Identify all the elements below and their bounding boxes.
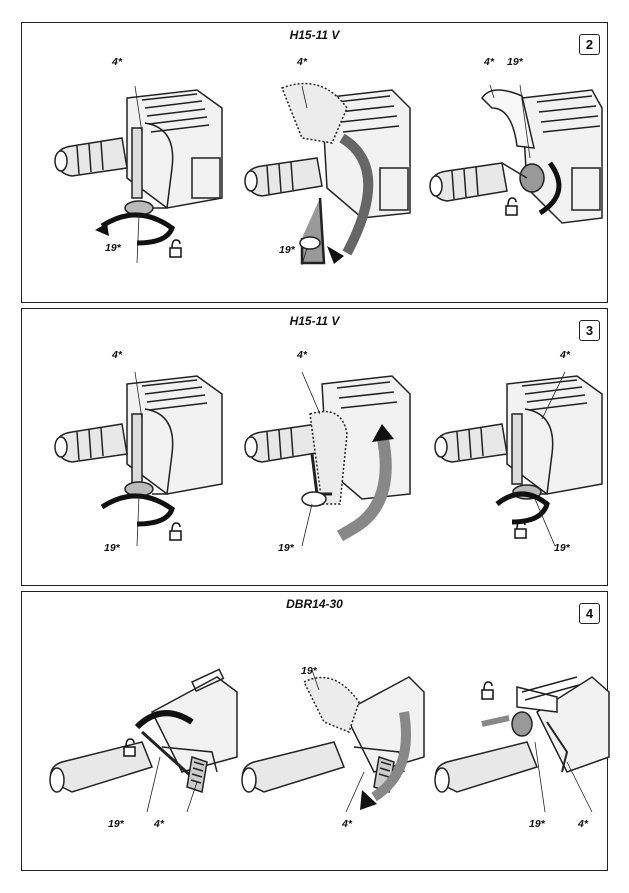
hammer-drill-illustration	[429, 84, 603, 224]
callout-label: 4*	[578, 818, 588, 830]
callout-label: 19*	[554, 542, 570, 554]
callout-label: 19*	[301, 665, 317, 677]
panel-title: H15-11 V	[289, 314, 340, 328]
figure-panel-3: H15-11 V 3 4* 19*	[21, 308, 608, 586]
padlock-icon	[481, 681, 494, 700]
rotation-arrow-icon	[100, 212, 175, 246]
padlock-icon	[123, 738, 136, 757]
callout-label: 19*	[105, 242, 121, 254]
hammer-drill-illustration	[244, 82, 411, 266]
panel-title: DBR14-30	[286, 597, 343, 611]
hammer-drill-illustration	[434, 371, 603, 547]
padlock-icon	[505, 197, 518, 216]
callout-label: 19*	[507, 56, 523, 68]
hammer-drill-illustration	[244, 371, 411, 547]
padlock-icon	[514, 520, 527, 539]
callout-label: 4*	[297, 349, 307, 361]
panel-number: 3	[579, 320, 600, 341]
panel-number: 2	[579, 34, 600, 55]
callout-label: 19*	[278, 542, 294, 554]
figure-panel-2: H15-11 V 2 4* 19*	[21, 22, 608, 303]
callout-label: 4*	[484, 56, 494, 68]
padlock-icon	[169, 239, 182, 258]
figure-panel-4: DBR14-30 4 19* 4*	[21, 591, 610, 871]
hammer-drill-illustration	[434, 676, 610, 813]
callout-label: 19*	[529, 818, 545, 830]
callout-label: 19*	[108, 818, 124, 830]
callout-label: 19*	[279, 244, 295, 256]
hammer-drill-illustration	[241, 669, 425, 813]
callout-label: 4*	[297, 56, 307, 68]
hammer-drill-illustration	[54, 371, 223, 547]
callout-label: 4*	[112, 349, 122, 361]
callout-label: 4*	[560, 349, 570, 361]
panel-title: H15-11 V	[289, 28, 340, 42]
panel-number: 4	[579, 603, 600, 624]
callout-label: 4*	[112, 56, 122, 68]
hammer-drill-illustration	[54, 85, 223, 264]
callout-label: 4*	[154, 818, 164, 830]
callout-label: 4*	[342, 818, 352, 830]
hammer-drill-illustration	[49, 668, 238, 813]
callout-label: 19*	[104, 542, 120, 554]
padlock-icon	[169, 522, 182, 541]
